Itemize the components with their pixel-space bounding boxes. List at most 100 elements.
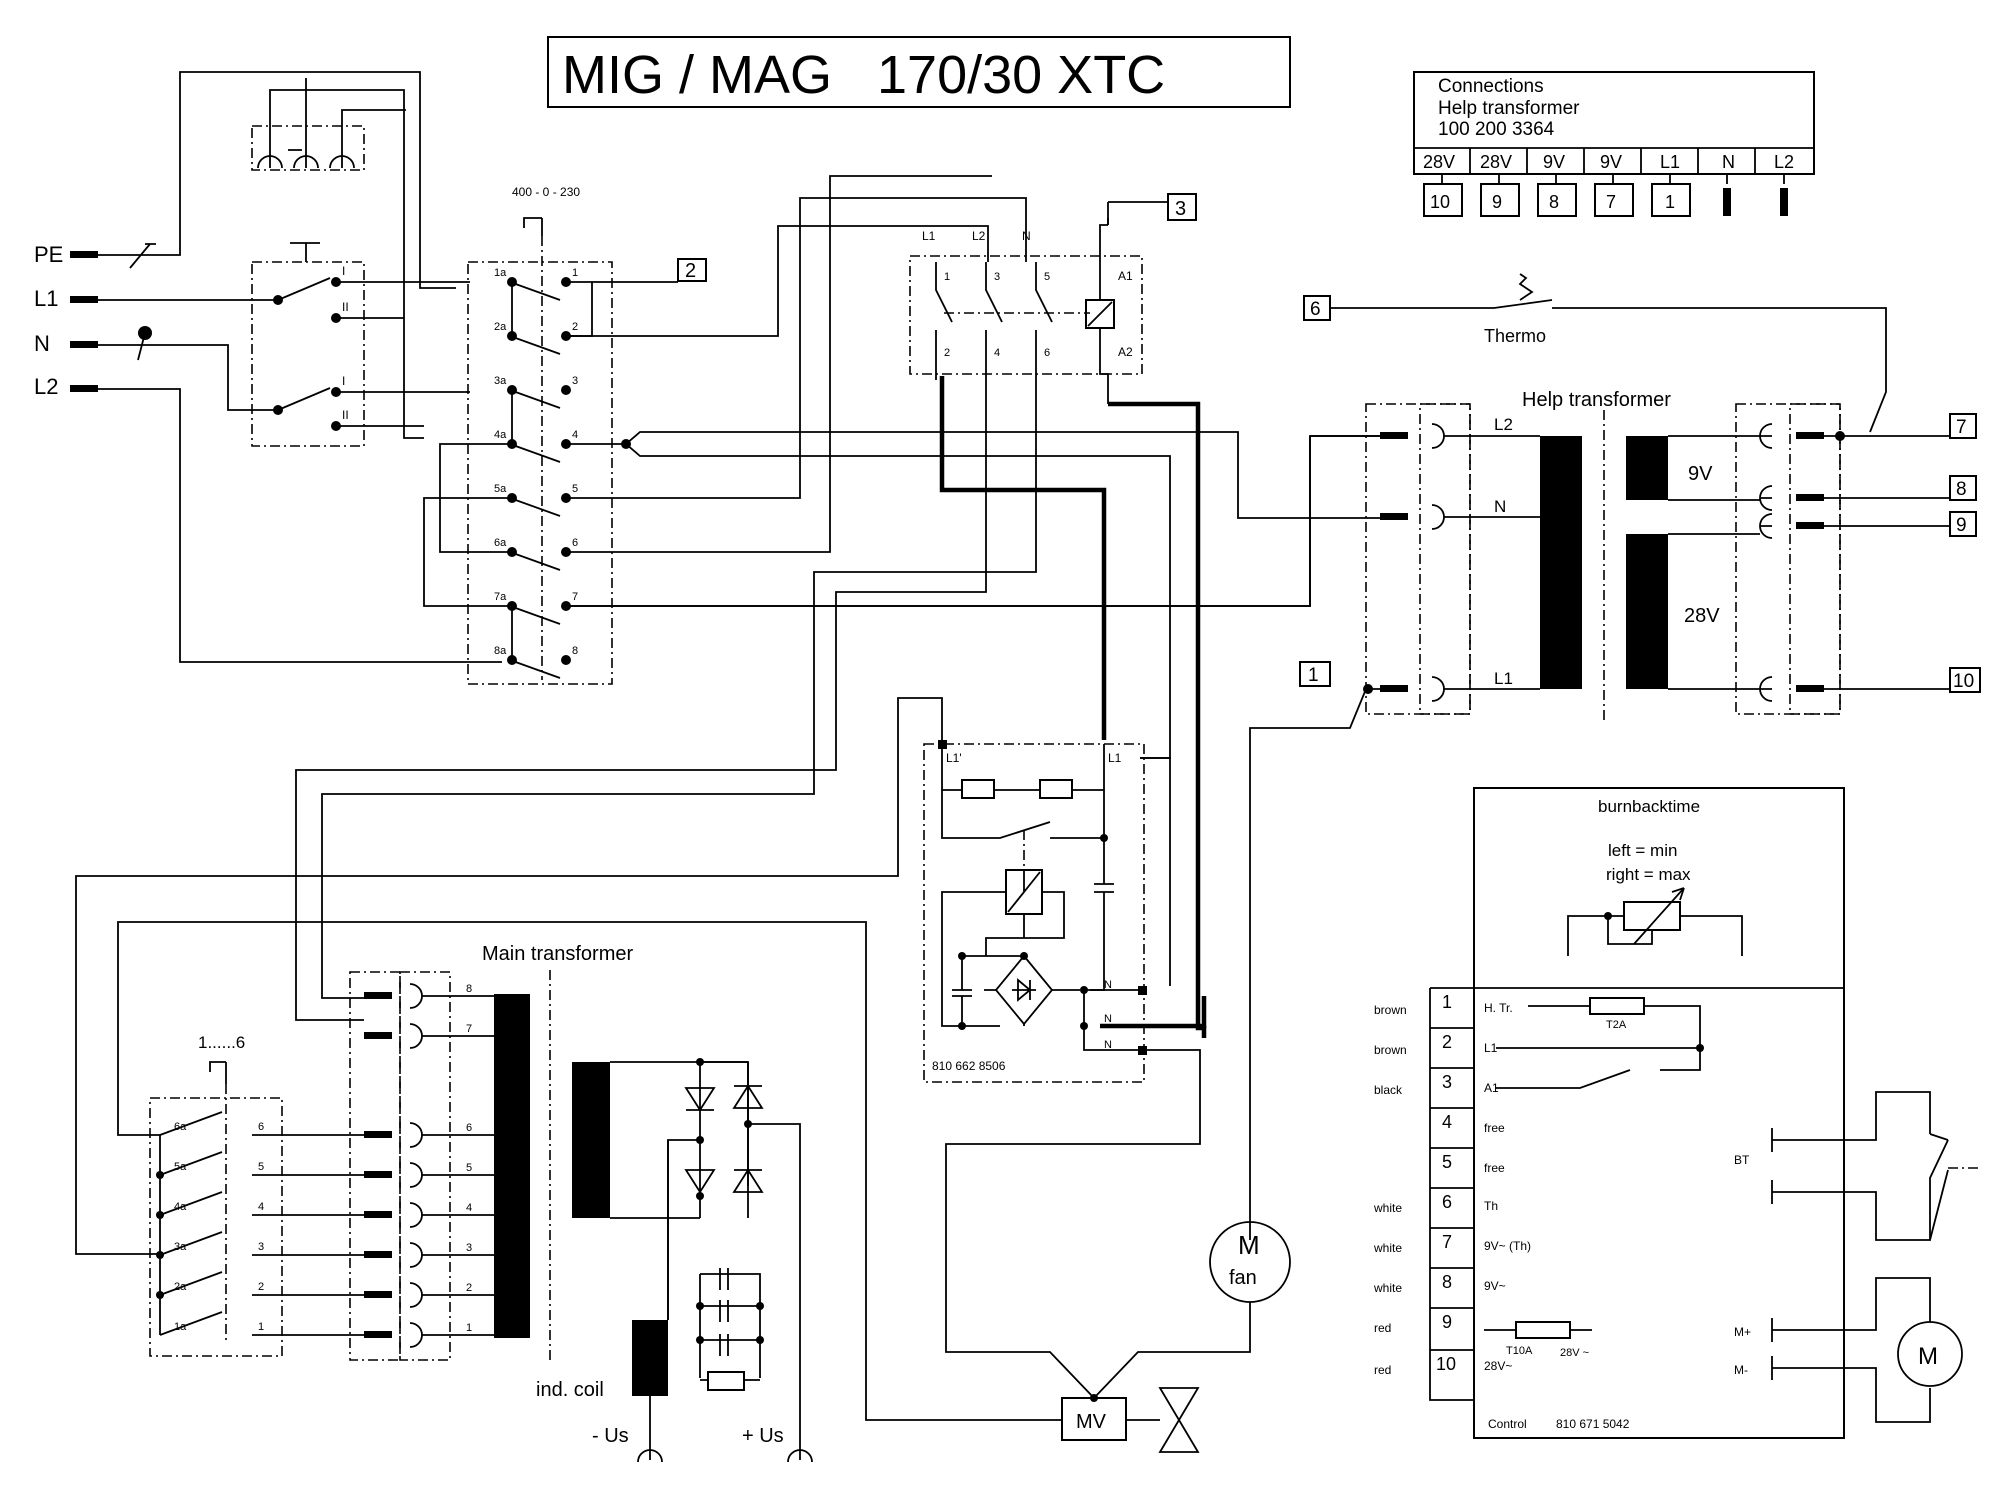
contactor: L1 L2 N 1 3 5 2 4 6 A1 A2 3 (295, 193, 1197, 1021)
svg-text:right = max: right = max (1606, 865, 1691, 884)
svg-text:+ Us: + Us (742, 1425, 784, 1447)
svg-text:1a: 1a (494, 267, 507, 279)
svg-text:2: 2 (572, 321, 578, 333)
svg-text:2: 2 (944, 347, 950, 359)
svg-text:28V: 28V (1480, 152, 1512, 172)
svg-text:L1: L1 (922, 229, 936, 243)
svg-text:28V: 28V (1684, 605, 1720, 627)
svg-text:left = min: left = min (1608, 841, 1677, 860)
svg-text:M: M (1238, 1230, 1260, 1260)
svg-text:8: 8 (1549, 192, 1559, 212)
svg-text:8: 8 (1442, 1272, 1452, 1292)
svg-text:2: 2 (685, 260, 696, 282)
svg-text:8: 8 (572, 645, 578, 657)
svg-text:3: 3 (994, 271, 1000, 283)
svg-text:8a: 8a (494, 645, 507, 657)
main-transformer-taps: 8 7 6 5 4 3 2 1 (364, 983, 494, 1348)
svg-text:ind. coil: ind. coil (536, 1379, 604, 1401)
svg-text:9: 9 (1492, 192, 1502, 212)
svg-text:N: N (1104, 1039, 1112, 1051)
svg-text:1: 1 (1665, 192, 1675, 212)
svg-text:1: 1 (572, 267, 578, 279)
svg-text:10: 10 (1436, 1354, 1456, 1374)
voltage-selector-label: 400 - 0 - 230 (512, 185, 580, 199)
selector-contacts (507, 277, 571, 679)
svg-text:4: 4 (572, 429, 578, 441)
svg-text:9: 9 (1956, 515, 1967, 536)
svg-text:9V: 9V (1688, 463, 1713, 485)
page-title: MIG / MAG 170/30 XTC (562, 45, 1165, 105)
svg-text:6: 6 (466, 1122, 472, 1134)
svg-text:6: 6 (258, 1121, 264, 1133)
svg-text:7a: 7a (494, 591, 507, 603)
svg-text:L2: L2 (1774, 152, 1794, 172)
svg-text:L1': L1' (946, 751, 962, 765)
svg-text:L1: L1 (1484, 1041, 1498, 1055)
svg-text:Main transformer: Main transformer (482, 943, 633, 965)
svg-text:4: 4 (466, 1202, 472, 1214)
svg-text:M-: M- (1734, 1363, 1748, 1377)
svg-text:H. Tr.: H. Tr. (1484, 1001, 1513, 1015)
svg-text:N: N (1022, 229, 1031, 243)
svg-text:1: 1 (466, 1322, 472, 1334)
svg-text:M+: M+ (1734, 1325, 1751, 1339)
svg-text:8: 8 (1956, 479, 1967, 500)
svg-text:A1: A1 (1118, 269, 1133, 283)
svg-text:7: 7 (1442, 1232, 1452, 1252)
svg-text:fan: fan (1229, 1267, 1257, 1289)
svg-text:28V: 28V (1423, 152, 1455, 172)
svg-text:5: 5 (1044, 271, 1050, 283)
svg-text:810 662 8506: 810 662 8506 (932, 1059, 1006, 1073)
svg-text:10: 10 (1430, 192, 1450, 212)
svg-text:white: white (1373, 1241, 1402, 1255)
label-pe: PE (34, 242, 63, 267)
svg-text:Thermo: Thermo (1484, 326, 1546, 346)
svg-text:9V: 9V (1600, 152, 1622, 172)
svg-text:3a: 3a (174, 1241, 187, 1253)
svg-text:6: 6 (1310, 299, 1321, 320)
svg-text:4: 4 (994, 347, 1000, 359)
svg-text:2: 2 (1442, 1032, 1452, 1052)
svg-text:4: 4 (1442, 1112, 1452, 1132)
svg-text:3: 3 (1442, 1072, 1452, 1092)
svg-text:free: free (1484, 1161, 1505, 1175)
svg-text:5a: 5a (494, 483, 507, 495)
svg-text:brown: brown (1374, 1043, 1407, 1057)
svg-text:T10A: T10A (1506, 1345, 1533, 1357)
selector-right-labels: 1 2 3 4 5 6 7 8 (572, 267, 578, 657)
main-transformer: Main transformer 8 7 6 5 4 3 2 1 (349, 943, 633, 1361)
fan-motor: M fan (1093, 1221, 1291, 1399)
svg-text:1a: 1a (174, 1321, 187, 1333)
voltage-selector: 400 - 0 - 230 1a 2a 3a 4a 5a 6a 7a 8a (423, 175, 1380, 759)
svg-text:3: 3 (258, 1241, 264, 1253)
svg-text:3: 3 (1175, 198, 1186, 220)
svg-text:M: M (1918, 1343, 1938, 1370)
svg-text:II: II (342, 300, 349, 314)
svg-text:N: N (1494, 497, 1506, 516)
svg-text:L2: L2 (972, 229, 986, 243)
svg-text:II: II (342, 408, 349, 422)
svg-text:3a: 3a (494, 375, 507, 387)
svg-text:Help transformer: Help transformer (1438, 98, 1580, 119)
svg-text:brown: brown (1374, 1003, 1407, 1017)
svg-text:BT: BT (1734, 1153, 1750, 1167)
svg-text:3: 3 (466, 1242, 472, 1254)
svg-text:5: 5 (466, 1162, 472, 1174)
svg-text:red: red (1374, 1363, 1391, 1377)
svg-text:10: 10 (1953, 671, 1974, 692)
svg-text:810 671 5042: 810 671 5042 (1556, 1417, 1630, 1431)
svg-text:burnbacktime: burnbacktime (1598, 797, 1700, 816)
svg-text:N: N (1104, 1013, 1112, 1025)
svg-text:4: 4 (258, 1201, 264, 1213)
label-l2: L2 (34, 374, 58, 399)
svg-text:2: 2 (258, 1281, 264, 1293)
svg-text:- Us: - Us (592, 1425, 629, 1447)
svg-text:4a: 4a (174, 1201, 187, 1213)
socket-block (251, 78, 424, 439)
svg-text:1: 1 (1442, 992, 1452, 1012)
svg-text:2: 2 (466, 1282, 472, 1294)
svg-text:4a: 4a (494, 429, 507, 441)
svg-text:1......6: 1......6 (198, 1033, 245, 1052)
tap-switch: 1......6 6a 5a 4a 3a 2a 1a 6 5 4 3 2 1 (117, 921, 1062, 1421)
svg-text:T2A: T2A (1606, 1019, 1627, 1031)
